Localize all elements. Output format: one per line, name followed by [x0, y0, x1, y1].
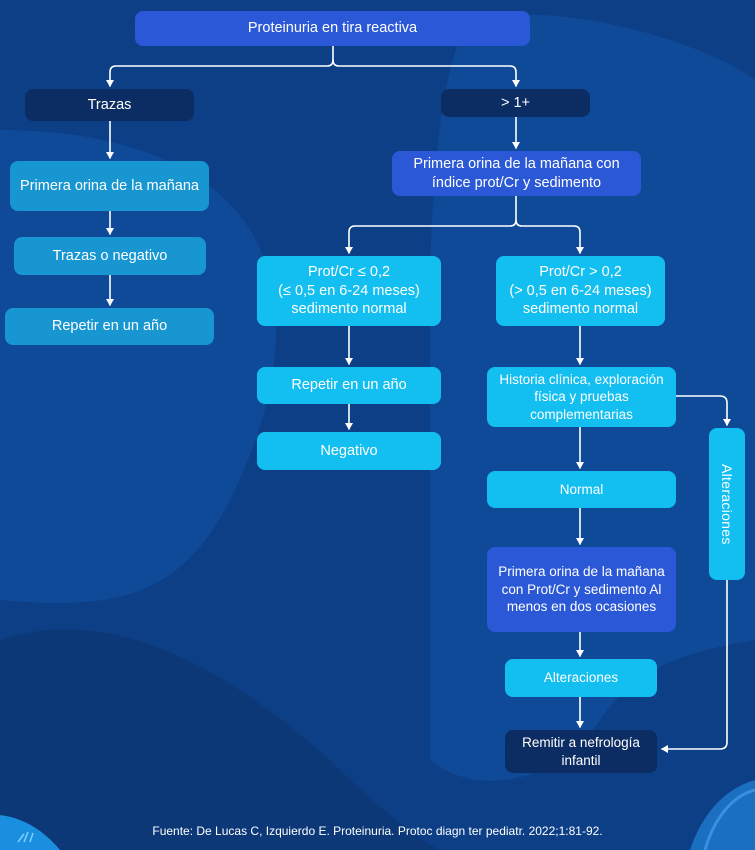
- node-trazas-o-negativo: Trazas o negativo: [14, 237, 206, 275]
- prot-bajo-line-1: Prot/Cr ≤ 0,2: [307, 263, 391, 280]
- node-remitir-nefrologia: Remitir a nefrología infantil: [505, 730, 657, 773]
- node-prot-bajo: Prot/Cr ≤ 0,2 (≤ 0,5 en 6-24 meses) sedi…: [257, 256, 441, 326]
- node-mayor-1: > 1+: [441, 89, 590, 117]
- background-wave-corner-stroke: [703, 788, 755, 850]
- node-primera-orina-izq: Primera orina de la mañana: [10, 161, 209, 211]
- node-repetir-anio-centro: Repetir en un año: [257, 367, 441, 404]
- prot-bajo-line-3: sedimento normal: [291, 301, 407, 318]
- background-corner-bottom-left: [0, 815, 60, 850]
- node-primera-orina-indice: Primera orina de la mañana con índice pr…: [392, 151, 641, 196]
- node-normal: Normal: [487, 471, 676, 508]
- node-prot-alto: Prot/Cr > 0,2 (> 0,5 en 6-24 meses) sedi…: [496, 256, 665, 326]
- prot-alto-line-2: (> 0,5 en 6-24 meses): [509, 282, 652, 299]
- node-alteraciones-vertical: Alteraciones: [709, 428, 745, 580]
- node-primera-orina-dos-ocasiones: Primera orina de la mañana con Prot/Cr y…: [487, 547, 676, 632]
- node-proteinuria-tira: Proteinuria en tira reactiva: [135, 11, 530, 46]
- background-blob-bottom: [0, 629, 440, 850]
- logo-mark: [17, 831, 34, 843]
- node-historia-clinica: Historia clínica, exploración física y p…: [487, 367, 676, 427]
- node-repetir-anio-izq: Repetir en un año: [5, 308, 214, 345]
- footer-source: Fuente: De Lucas C, Izquierdo E. Protein…: [152, 824, 603, 838]
- node-trazas: Trazas: [25, 89, 194, 121]
- prot-alto-line-3: sedimento normal: [522, 301, 639, 318]
- node-negativo: Negativo: [257, 432, 441, 470]
- node-alteraciones: Alteraciones: [505, 659, 657, 697]
- prot-alto-line-1: Prot/Cr > 0,2: [539, 263, 622, 280]
- prot-bajo-line-2: (≤ 0,5 en 6-24 meses): [278, 282, 420, 299]
